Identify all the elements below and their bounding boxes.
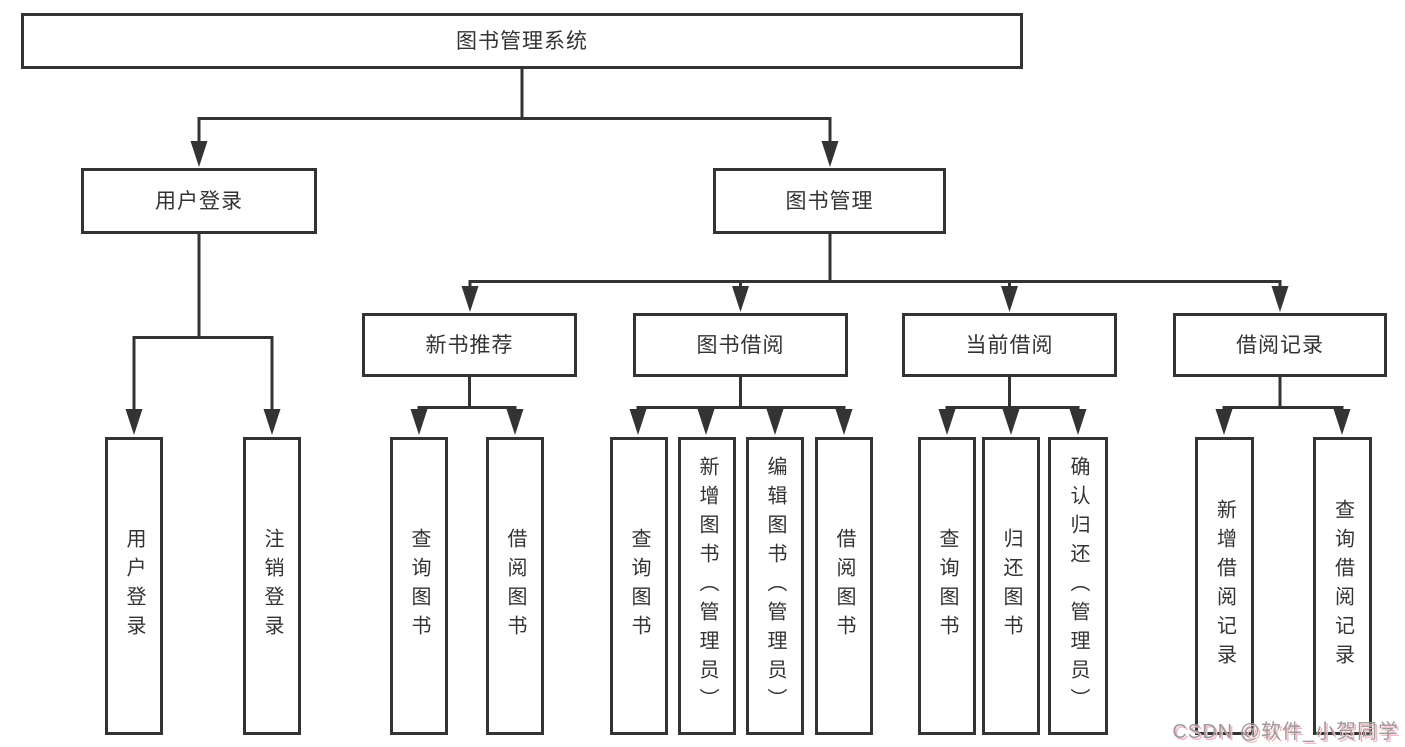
leaf-search-books-borrowing: 查询图书	[610, 437, 668, 735]
leaf-borrow-books-recommend: 借阅图书	[486, 437, 544, 735]
node-book-borrowing: 图书借阅	[633, 313, 848, 377]
leaf-user-login: 用户登录	[105, 437, 163, 735]
node-label: 图书借阅	[696, 333, 785, 357]
leaf-search-borrow-record: 查询借阅记录	[1313, 437, 1372, 735]
node-label: 图书管理系统	[456, 29, 588, 53]
node-new-book-recommendation: 新书推荐	[362, 313, 577, 377]
node-label: 用户登录	[123, 528, 145, 644]
node-book-management: 图书管理	[713, 168, 946, 234]
node-borrowing-records: 借阅记录	[1173, 313, 1387, 377]
leaf-search-books-current: 查询图书	[918, 437, 976, 735]
node-label: 编辑图书（管理员）	[764, 455, 786, 717]
node-label: 新增借阅记录	[1213, 499, 1236, 673]
node-label: 用户登录	[155, 189, 243, 213]
leaf-add-books-admin: 新增图书（管理员）	[678, 437, 736, 735]
node-label: 查询图书	[936, 528, 958, 644]
node-label: 借阅图书	[833, 528, 855, 644]
leaf-return-books: 归还图书	[982, 437, 1040, 735]
node-label: 借阅图书	[504, 528, 526, 644]
node-label: 查询图书	[628, 528, 650, 644]
leaf-edit-books-admin: 编辑图书（管理员）	[746, 437, 804, 735]
leaf-borrow-books: 借阅图书	[815, 437, 873, 735]
node-label: 新增图书（管理员）	[696, 455, 718, 717]
leaf-confirm-return-admin: 确认归还（管理员）	[1048, 437, 1108, 735]
node-label: 归还图书	[1000, 528, 1022, 644]
node-label: 图书管理	[785, 189, 874, 213]
node-user-login: 用户登录	[81, 168, 317, 234]
node-label: 注销登录	[261, 528, 283, 644]
csdn-watermark: CSDN @软件_小贺同学	[1172, 721, 1399, 743]
node-library-management-system: 图书管理系统	[21, 13, 1023, 69]
node-label: 借阅记录	[1236, 333, 1324, 357]
node-label: 查询借阅记录	[1331, 499, 1354, 673]
node-label: 新书推荐	[425, 333, 514, 357]
leaf-logout: 注销登录	[243, 437, 301, 735]
node-label: 当前借阅	[965, 333, 1054, 357]
leaf-search-books-recommend: 查询图书	[390, 437, 448, 735]
leaf-add-borrow-record: 新增借阅记录	[1195, 437, 1254, 735]
node-label: 确认归还（管理员）	[1067, 455, 1089, 717]
node-label: 查询图书	[408, 528, 430, 644]
node-current-borrowing: 当前借阅	[902, 313, 1117, 377]
